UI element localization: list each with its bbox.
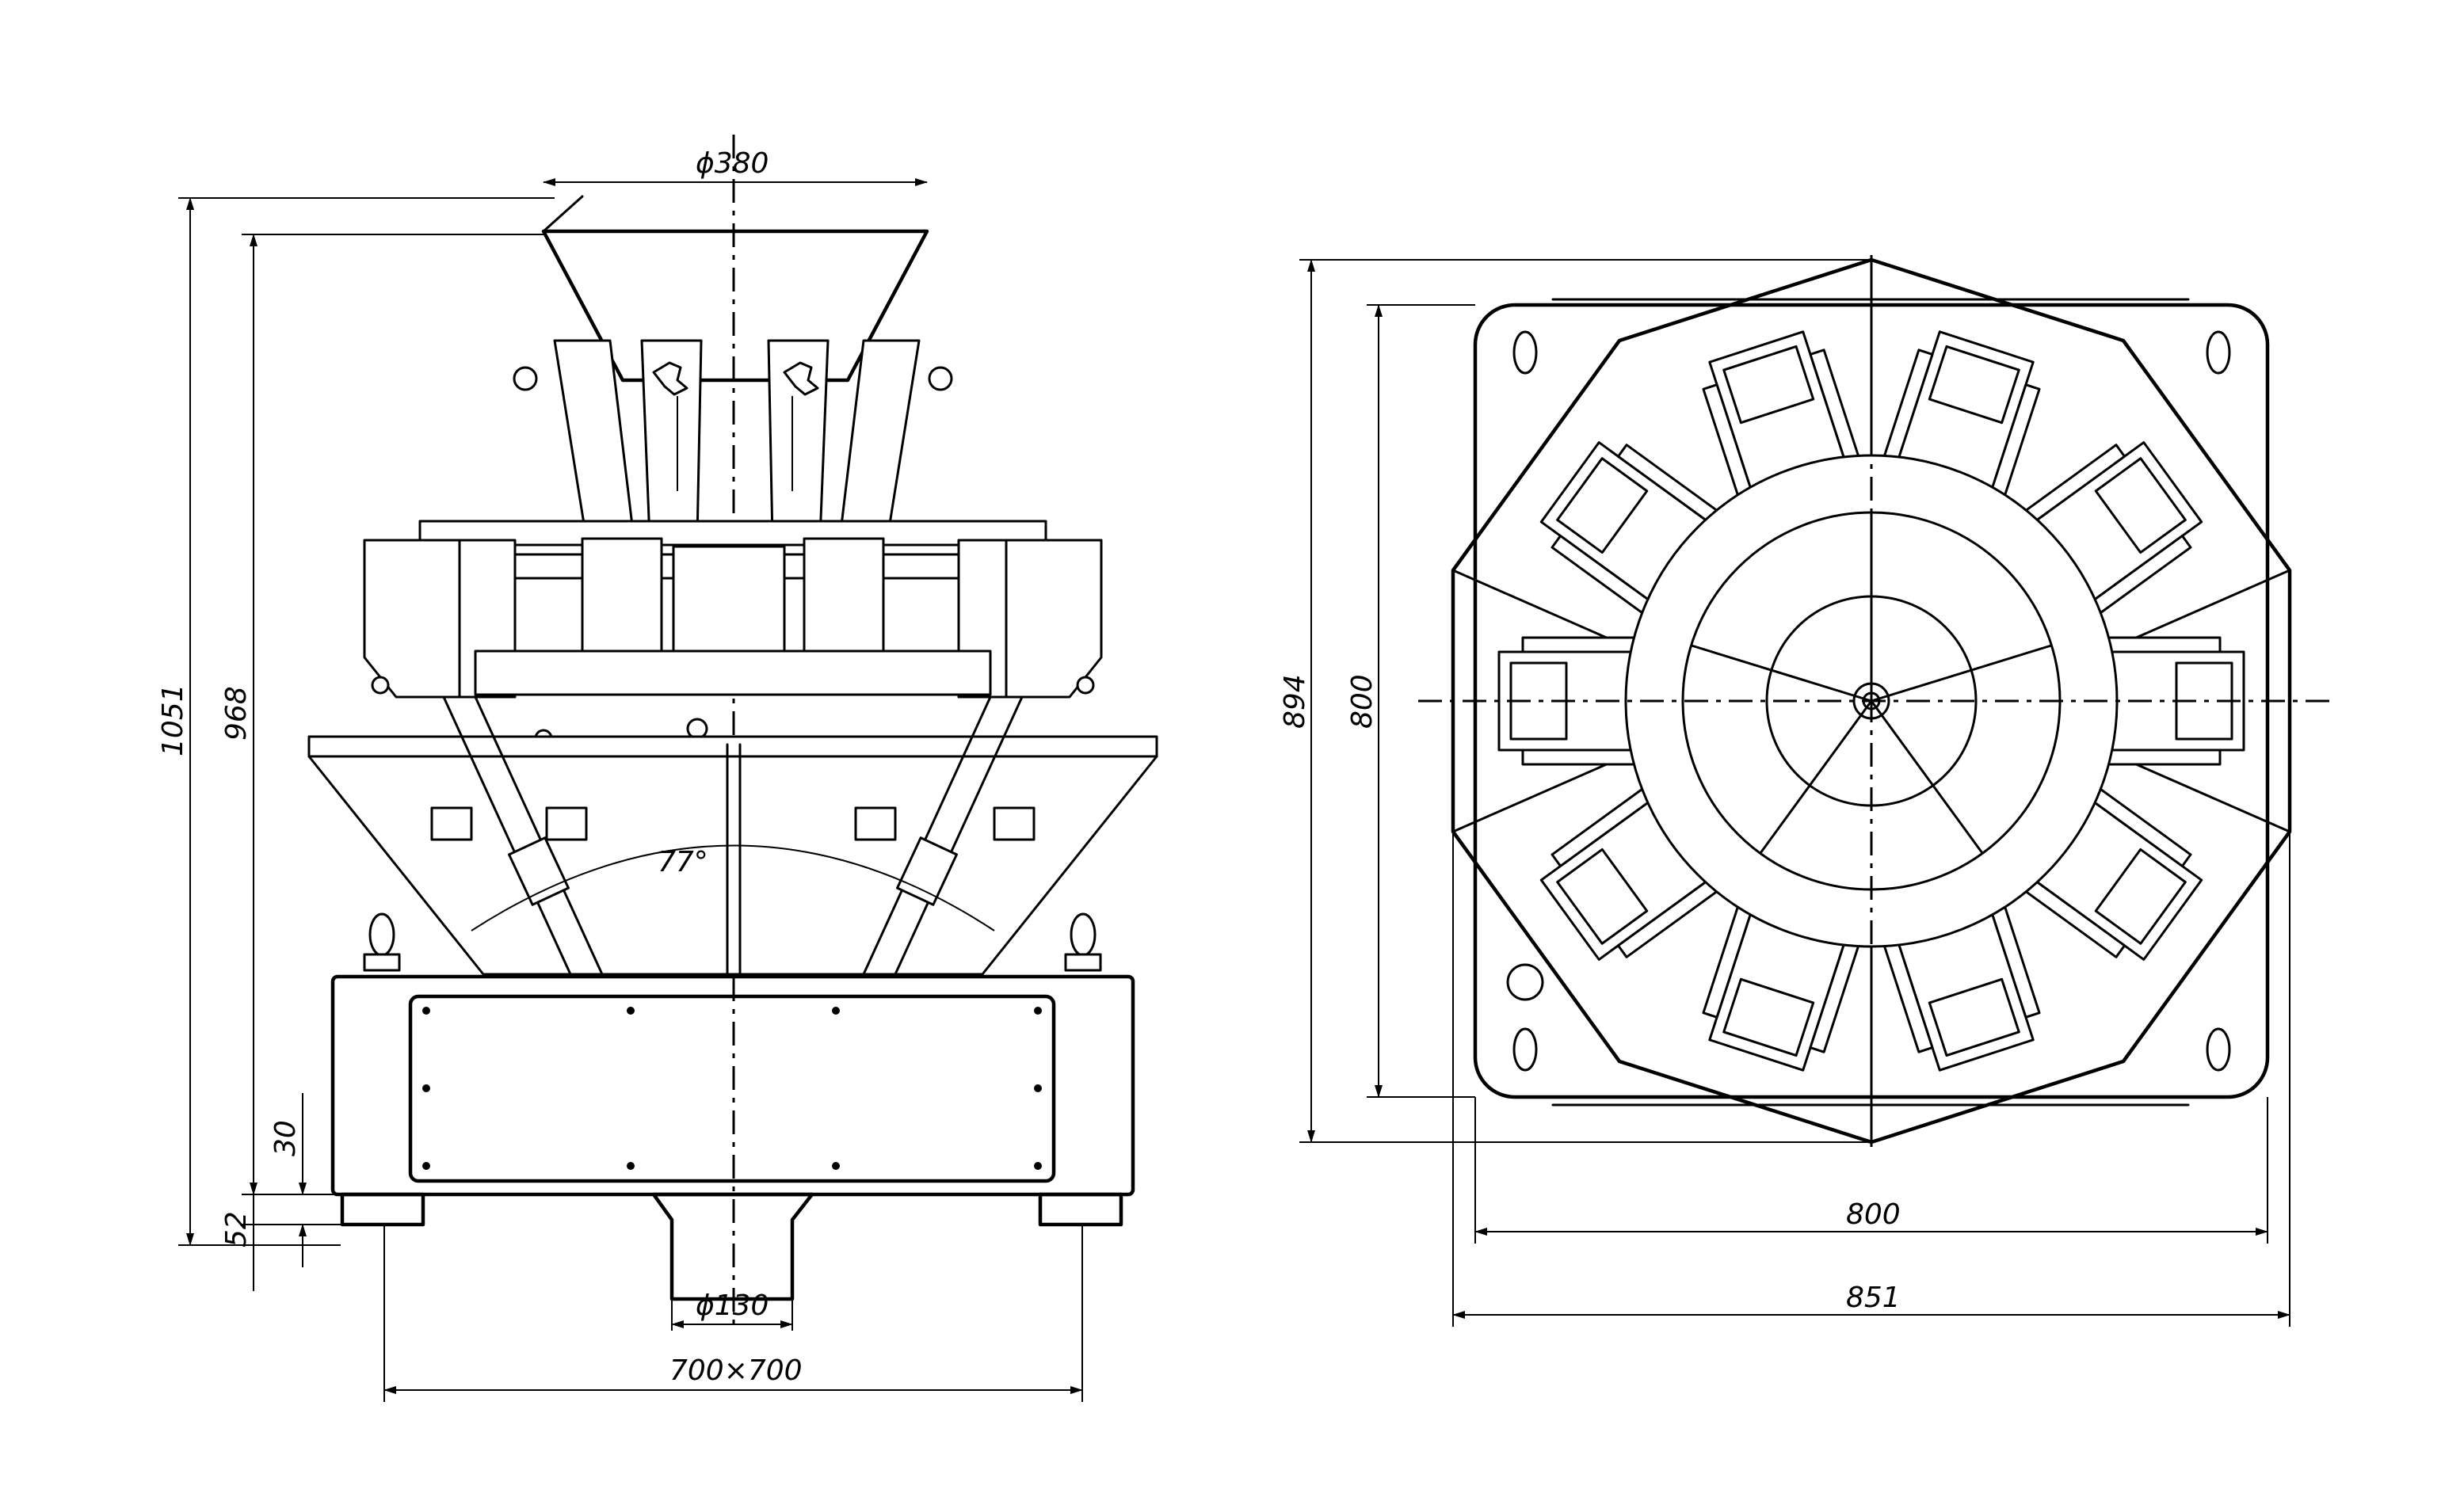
foot-height-label: 30 — [269, 1120, 302, 1156]
lifting-eyes — [363, 912, 1102, 972]
weigh-hoppers — [363, 537, 1103, 748]
top-depth-label: 800 — [1346, 674, 1379, 729]
body-height-label: 968 — [220, 686, 253, 741]
feed-hopper — [541, 195, 929, 383]
total-height-label: 1051 — [157, 684, 189, 756]
corner-slots — [1506, 330, 2231, 1072]
top-overall-width-label: 851 — [1846, 1282, 1901, 1314]
top-view: 894 800 800 851 — [1279, 255, 2333, 1327]
top-dimensions: 894 800 800 851 — [1279, 259, 2290, 1327]
footprint-label: 700×700 — [669, 1354, 803, 1387]
base-offset-label: 52 — [220, 1211, 253, 1248]
top-width-label: 800 — [1846, 1198, 1901, 1231]
front-dimensions: ϕ380 1051 968 30 52 ϕ130 — [157, 147, 1083, 1402]
collecting-chute: 77° — [307, 695, 1158, 976]
angle-label: 77° — [658, 846, 708, 878]
front-view: 77° ϕ380 — [157, 135, 1158, 1402]
hopper-diameter-label: ϕ380 — [696, 147, 769, 180]
outlet-diameter-label: ϕ130 — [696, 1289, 769, 1322]
top-height-label: 894 — [1279, 674, 1311, 729]
